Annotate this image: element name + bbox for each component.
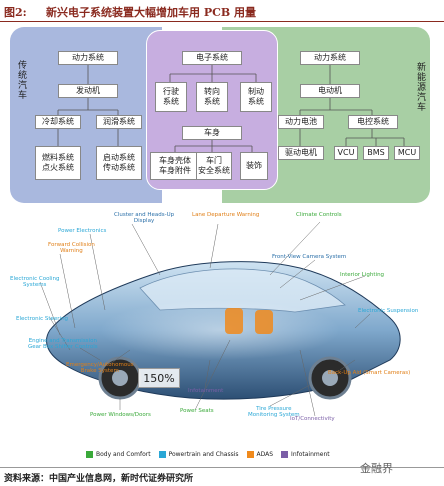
watermark: 金融界 [360, 462, 393, 475]
right-power-system-box: 动力系统 [300, 51, 360, 65]
engine-box: 发动机 [58, 84, 118, 98]
backup-aid-callout: Back-Up Aid (Smart Cameras) [328, 370, 411, 376]
footer-divider [0, 467, 444, 468]
legend-swatch-powertrain [158, 450, 166, 458]
lane-departure-callout: Lane Departure Warning [192, 212, 260, 218]
growth-percent-label: 150% [138, 368, 180, 388]
car-illustration: Cluster and Heads-Up Display Lane Depart… [10, 210, 434, 442]
figure-title: 新兴电子系统装置大幅增加车用 PCB 用量 [46, 6, 256, 19]
body-box: 车身 [182, 126, 242, 140]
cooling-systems-callout: Electronic Cooling Systems [10, 276, 60, 289]
legend-item-powertrain: Powertrain and Chassis [158, 450, 239, 458]
lubrication-system-box: 润滑系统 [96, 115, 142, 129]
left-power-system-box: 动力系统 [58, 51, 118, 65]
source-note: 资料来源：中国产业信息网，新时代证券研究所 [4, 474, 194, 484]
decoration-box: 装饰 [240, 152, 268, 180]
infotainment-callout: Infotainment [188, 388, 224, 394]
braking-system-box: 制动 系统 [240, 82, 272, 112]
power-windows-callout: Power Windows/Doors [90, 412, 151, 418]
mcu-box: MCU [394, 146, 420, 160]
interior-lighting-callout: Interior Lighting [340, 272, 385, 278]
forward-collision-callout: Forward Collision Warning [48, 242, 95, 255]
brake-system-callout: Emergency/Autonomous Brake System [66, 362, 134, 375]
steering-system-box: 转向 系统 [196, 82, 228, 112]
iot-callout: IoT/Connectivity [290, 416, 335, 422]
fuel-ignition-box: 燃料系统 点火系统 [35, 146, 81, 180]
new-energy-car-label: 新能源汽车 [415, 62, 425, 112]
door-safety-box: 车门 安全系统 [196, 152, 232, 180]
start-drive-box: 启动系统 传动系统 [96, 146, 142, 180]
transmission-callout: Engine and Transmission Gear Box Shifter… [28, 338, 98, 351]
suspension-callout: Electronic Suspension [358, 308, 419, 314]
legend: Body and Comfort Powertrain and Chassis … [86, 448, 330, 460]
drive-motor-box: 驱动电机 [278, 146, 324, 160]
legend-label-infotainment: Infotainment [291, 450, 330, 458]
connector-lines [57, 64, 405, 152]
traditional-car-label: 传统汽车 [16, 60, 26, 100]
legend-label-body-comfort: Body and Comfort [96, 450, 151, 458]
cooling-system-box: 冷却系统 [35, 115, 81, 129]
electric-motor-box: 电动机 [300, 84, 360, 98]
legend-item-infotainment: Infotainment [281, 450, 330, 458]
driving-system-box: 行驶 系统 [155, 82, 187, 112]
cluster-hud-callout: Cluster and Heads-Up Display [114, 212, 175, 225]
legend-swatch-adas [246, 450, 254, 458]
legend-item-body-comfort: Body and Comfort [86, 450, 151, 458]
front-camera-callout: Front-View Camera System [272, 254, 347, 260]
legend-swatch-body-comfort [86, 450, 93, 458]
power-seats-callout: Power Seats [180, 408, 214, 414]
steering-callout: Electronic Steering [16, 316, 69, 322]
legend-item-adas: ADAS [246, 450, 274, 458]
car-drawing [39, 221, 401, 417]
figure-header: 图2: 新兴电子系统装置大幅增加车用 PCB 用量 [0, 0, 444, 22]
legend-label-powertrain: Powertrain and Chassis [168, 450, 239, 458]
electronic-control-box: 电控系统 [348, 115, 398, 129]
power-electronics-callout: Power Electronics [58, 228, 107, 234]
climate-controls-callout: Climate Controls [296, 212, 342, 218]
legend-label-adas: ADAS [256, 450, 274, 458]
power-battery-box: 动力电池 [278, 115, 324, 129]
tire-pressure-callout: Tire Pressure Monitoring System [248, 406, 300, 419]
bms-box: BMS [363, 146, 389, 160]
electronic-system-box: 电子系统 [182, 51, 242, 65]
legend-swatch-infotainment [281, 450, 289, 458]
vcu-box: VCU [334, 146, 358, 160]
body-parts-box: 车身壳体 车身附件 [150, 152, 200, 180]
figure-number: 图2: [4, 6, 27, 19]
